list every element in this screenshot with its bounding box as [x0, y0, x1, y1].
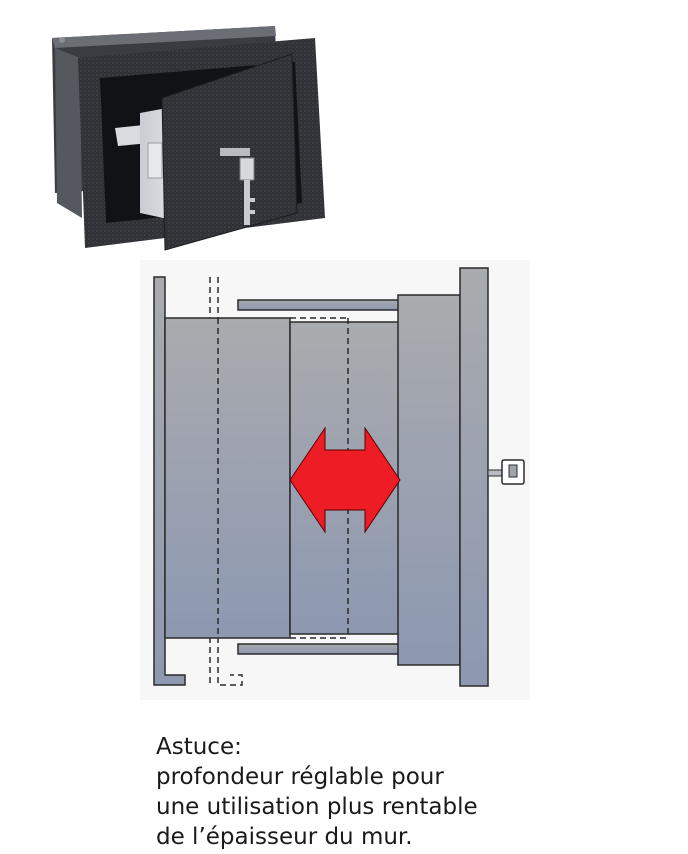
- double-arrow: [289, 426, 401, 534]
- caption-line-2: une utilisation plus rentable: [156, 794, 478, 820]
- caption: Astuce: profondeur réglable pour une uti…: [156, 732, 478, 852]
- top-rail: [237, 299, 401, 311]
- door: [459, 267, 489, 687]
- bottom-rail: [237, 643, 401, 655]
- adjustable-depth-diagram: [140, 260, 530, 700]
- front-frame: [397, 294, 461, 666]
- caption-heading: Astuce:: [156, 734, 242, 760]
- key-icon: [487, 459, 525, 485]
- caption-line-1: profondeur réglable pour: [156, 764, 444, 790]
- safe-photo: [52, 26, 325, 251]
- key-icon: [220, 148, 255, 225]
- safe-body-back: [164, 317, 291, 639]
- caption-line-3: de l’épaisseur du mur.: [156, 824, 413, 850]
- wall-plate: [153, 276, 186, 686]
